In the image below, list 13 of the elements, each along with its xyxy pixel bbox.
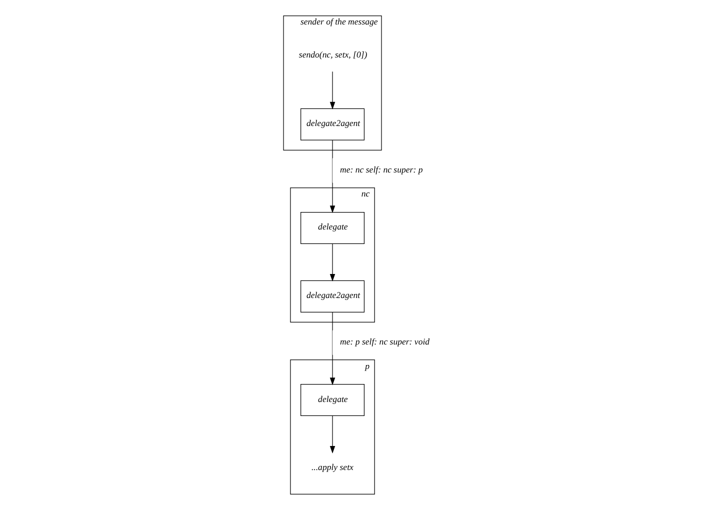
node-box: delegate2agent xyxy=(300,108,364,140)
node-text: ...apply setx xyxy=(310,462,353,472)
edge-label: me: nc self: nc super: p xyxy=(340,164,422,175)
arrow xyxy=(329,243,335,282)
node-box: delegate2agent xyxy=(300,280,364,312)
arrow xyxy=(329,312,335,386)
node-box: delegate xyxy=(300,384,364,416)
arrow xyxy=(329,415,335,454)
node-text: sendo(nc, setx, [0]) xyxy=(298,50,367,60)
arrow xyxy=(329,140,335,214)
node-box: delegate xyxy=(300,212,364,244)
edge-label: me: p self: nc super: void xyxy=(340,336,430,347)
arrow xyxy=(329,71,335,110)
